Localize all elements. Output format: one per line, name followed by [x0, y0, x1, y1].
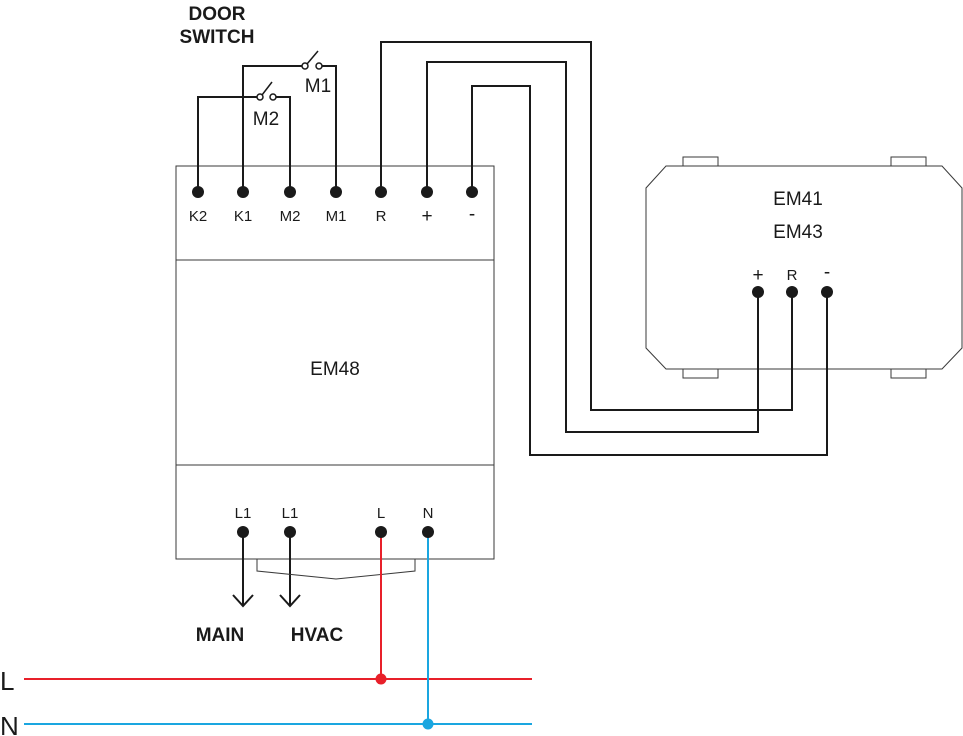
- switch-m1-label: M1: [305, 76, 331, 97]
- switch-m1-icon: [301, 50, 323, 70]
- em4x-tab-top-left: [682, 156, 719, 167]
- junction-n: [422, 718, 434, 730]
- wire-plus: [426, 61, 759, 433]
- terminal-l1-hvac: [284, 526, 296, 538]
- terminal-label-k2: K2: [189, 208, 207, 225]
- em4x-terminal-label-minus: -: [824, 262, 830, 283]
- terminal-k2: [192, 186, 204, 198]
- terminal-label-l1-main: L1: [235, 505, 252, 522]
- output-label-hvac: HVAC: [291, 625, 344, 646]
- output-label-main: MAIN: [196, 625, 245, 646]
- door-switch-label-line2: SWITCH: [180, 27, 255, 48]
- terminal-label-m2: M2: [280, 208, 301, 225]
- em48-outline: [175, 165, 495, 560]
- supply-wiring: L N: [0, 532, 532, 736]
- switch-m2-label: M2: [253, 109, 279, 130]
- bus-wiring: [380, 41, 828, 456]
- em4x-tab-top-right: [890, 156, 927, 167]
- arrow-hvac-icon: [279, 594, 301, 608]
- switch-m2-icon: [256, 81, 277, 101]
- terminal-r: [375, 186, 387, 198]
- terminal-l: [375, 526, 387, 538]
- em4x-title-em41: EM41: [773, 189, 823, 210]
- terminal-k1: [237, 186, 249, 198]
- terminal-m2: [284, 186, 296, 198]
- terminal-l1-main: [237, 526, 249, 538]
- terminal-label-plus: +: [421, 206, 432, 227]
- supply-label-n: N: [0, 711, 19, 736]
- terminal-m1: [330, 186, 342, 198]
- arrow-main-icon: [232, 594, 254, 608]
- em4x-tab-bottom-left: [682, 368, 719, 379]
- wire-m2: [276, 96, 291, 190]
- terminals: [192, 186, 833, 538]
- supply-label-l: L: [0, 666, 14, 696]
- output-wiring: MAIN HVAC: [196, 532, 416, 646]
- em48-module: EM48 K2 K1 M2 M1 R + - L1 L1 L N: [175, 165, 495, 560]
- em4x-terminal-r: [786, 286, 798, 298]
- em4x-title-em43: EM43: [773, 222, 823, 243]
- terminal-label-n: N: [423, 505, 434, 522]
- wire-m1: [322, 65, 337, 190]
- terminal-label-minus: -: [469, 204, 475, 225]
- em4x-terminal-plus: [752, 286, 764, 298]
- output-bracket: [256, 559, 416, 580]
- terminal-n: [422, 526, 434, 538]
- terminal-plus: [421, 186, 433, 198]
- em4x-tab-bottom-right: [890, 368, 927, 379]
- door-switch-label-line1: DOOR: [189, 4, 246, 25]
- terminal-label-l: L: [377, 505, 385, 522]
- em4x-terminal-minus: [821, 286, 833, 298]
- door-switch-wiring: DOOR SWITCH M1 M2: [180, 4, 337, 190]
- em4x-terminal-label-r: R: [787, 267, 798, 284]
- wire-k2: [197, 96, 257, 190]
- terminal-label-r: R: [376, 208, 387, 225]
- wire-k1: [242, 65, 302, 190]
- terminal-minus: [466, 186, 478, 198]
- em48-title: EM48: [310, 359, 360, 380]
- em4x-module: EM41 EM43 + R -: [645, 156, 963, 379]
- terminal-label-m1: M1: [326, 208, 347, 225]
- terminal-label-k1: K1: [234, 208, 252, 225]
- wire-minus: [471, 85, 828, 456]
- junction-l: [375, 673, 387, 685]
- terminal-label-l1-hvac: L1: [282, 505, 299, 522]
- em4x-outline: [645, 165, 963, 370]
- wire-r: [380, 41, 793, 411]
- em4x-terminal-label-plus: +: [752, 265, 763, 286]
